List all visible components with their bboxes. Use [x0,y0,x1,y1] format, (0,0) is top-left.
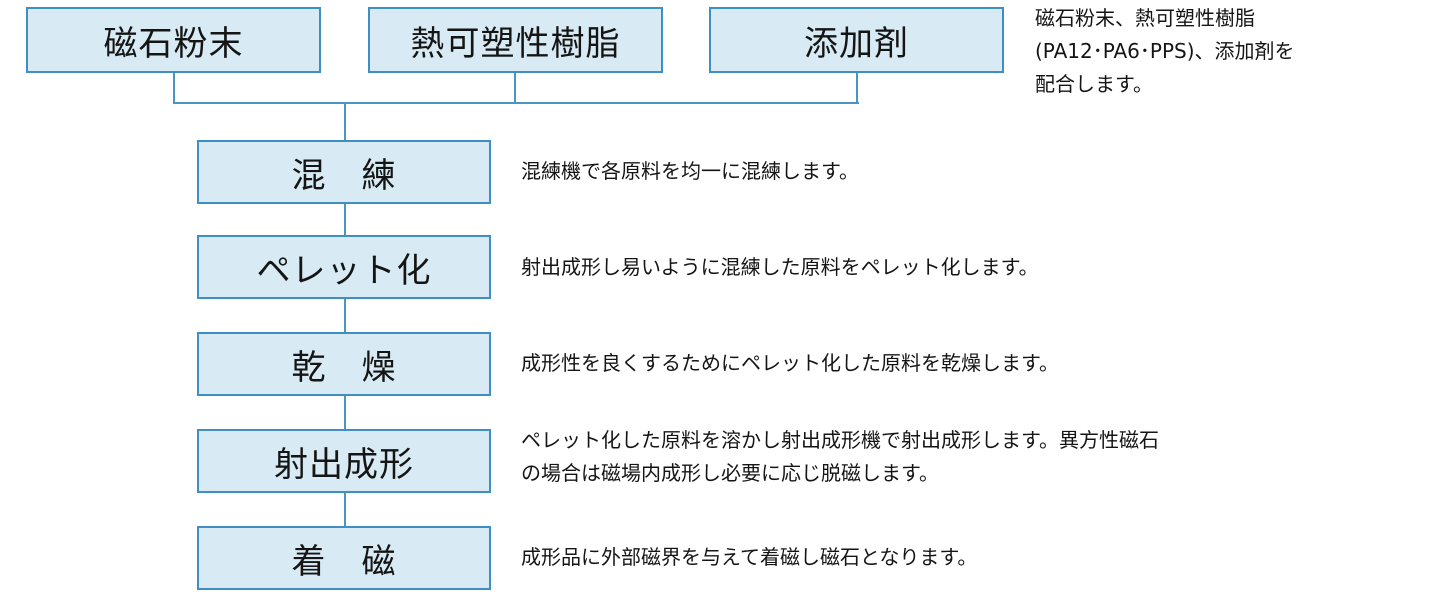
step-box-kneading: 混 練 [197,140,491,204]
input-box-magnet-powder: 磁石粉末 [26,7,321,73]
step-box-magnetizing: 着 磁 [197,526,491,590]
connector-step-4-5 [344,492,346,526]
step-description-kneading: 混練機で各原料を均一に混練します。 [521,159,859,183]
input-merge-line [174,102,859,104]
input-box-additive: 添加剤 [709,7,1004,73]
step-box-pelletizing: ペレット化 [197,235,491,299]
step-description-pelletizing: 射出成形し易いように混練した原料をペレット化します。 [521,255,1039,279]
step-description-drying: 成形性を良くするためにペレット化した原料を乾燥します。 [521,351,1059,375]
inputs-description: 磁石粉末、熱可塑性樹脂 (PA12･PA6･PPS)、添加剤を 配合します。 [1035,6,1295,96]
connector-input-2 [514,73,516,104]
step-box-drying: 乾 燥 [197,332,491,396]
step-box-injection-molding: 射出成形 [197,429,491,493]
input-box-thermoplastic-resin: 熱可塑性樹脂 [368,7,663,73]
connector-step-1-2 [344,203,346,235]
step-description-magnetizing: 成形品に外部磁界を与えて着磁し磁石となります。 [521,545,978,569]
connector-input-3 [856,73,858,104]
connector-to-step-1 [344,102,346,140]
connector-input-1 [173,73,175,104]
connector-step-3-4 [344,395,346,429]
step-description-injection-molding: ペレット化した原料を溶かし射出成形機で射出成形します。異方性磁石 の場合は磁場内… [521,428,1159,485]
connector-step-2-3 [344,298,346,332]
